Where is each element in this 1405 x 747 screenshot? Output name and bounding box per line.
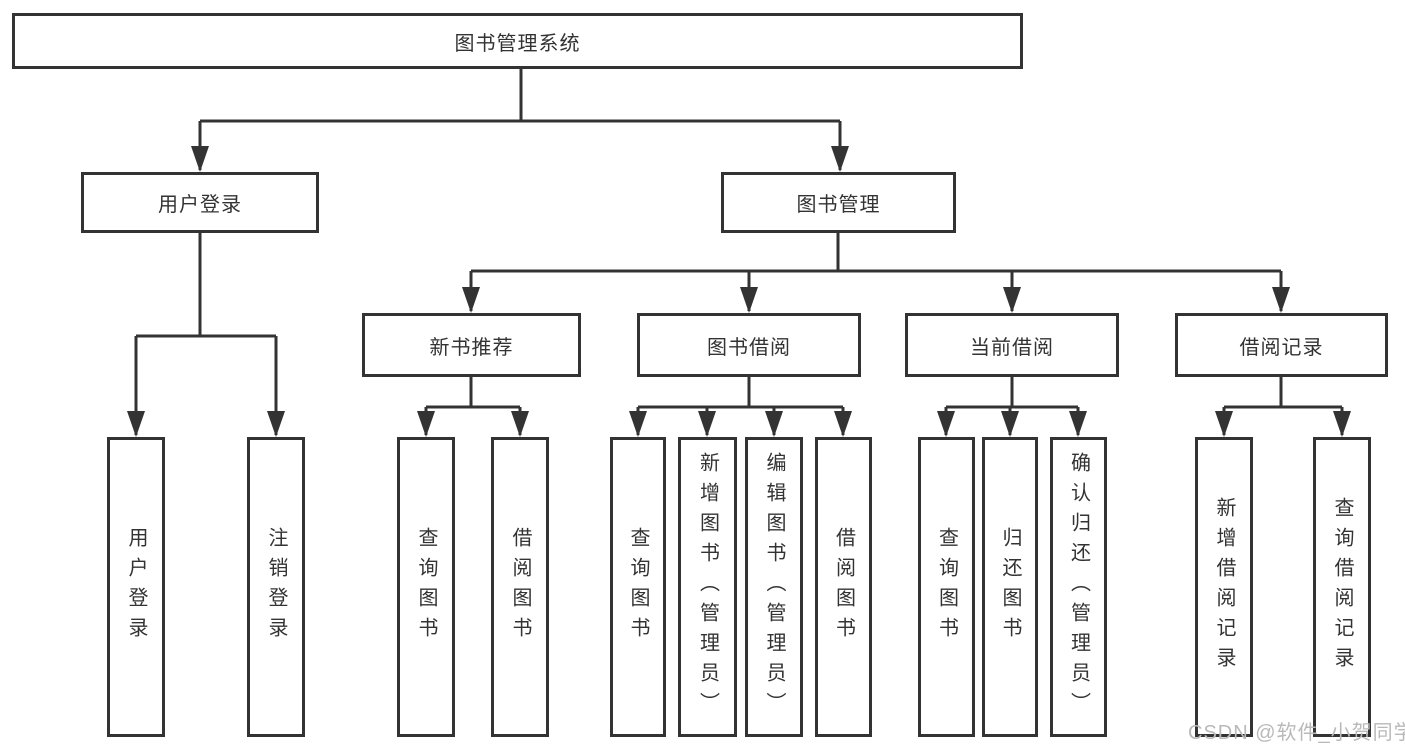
node-book-borrow: 图书借阅 bbox=[637, 313, 861, 377]
leaf-logout: 注销登录 bbox=[247, 437, 305, 737]
leaf-query-book-current: 查询图书 bbox=[918, 437, 975, 737]
leaf-user-login: 用户登录 bbox=[107, 437, 165, 737]
node-library-management-system: 图书管理系统 bbox=[12, 13, 1023, 69]
leaf-edit-book-admin: 编辑图书（管理员） bbox=[745, 437, 803, 737]
leaf-query-book-newbook: 查询图书 bbox=[397, 437, 455, 737]
csdn-watermark: CSDN @软件_小贺同学 bbox=[1188, 722, 1405, 744]
node-user-login: 用户登录 bbox=[81, 172, 319, 233]
leaf-borrow-book: 借阅图书 bbox=[815, 437, 872, 737]
node-new-book-recommend: 新书推荐 bbox=[362, 313, 581, 377]
leaf-add-book-admin: 新增图书（管理员） bbox=[678, 437, 737, 737]
node-book-management: 图书管理 bbox=[721, 172, 956, 233]
leaf-borrow-book-newbook: 借阅图书 bbox=[491, 437, 549, 737]
node-borrow-records: 借阅记录 bbox=[1175, 313, 1388, 377]
leaf-confirm-return-admin: 确认归还（管理员） bbox=[1050, 437, 1107, 737]
leaf-query-book-borrow: 查询图书 bbox=[610, 437, 666, 737]
node-current-borrow: 当前借阅 bbox=[905, 313, 1119, 377]
leaf-add-borrow-record: 新增借阅记录 bbox=[1195, 437, 1253, 737]
leaf-query-borrow-record: 查询借阅记录 bbox=[1313, 437, 1371, 737]
leaf-return-book: 归还图书 bbox=[982, 437, 1038, 737]
